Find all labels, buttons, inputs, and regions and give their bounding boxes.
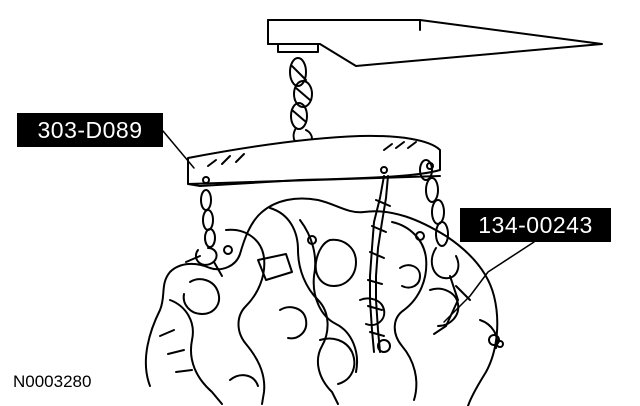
figure-number: N0003280 [13, 372, 92, 391]
callout-label-134-00243: 134-00243 [460, 208, 611, 242]
engine-block [144, 197, 504, 406]
callout-leaders [162, 130, 535, 323]
crane-chain [289, 57, 313, 148]
crane-arm [267, 19, 603, 67]
callout-label-303-d089: 303-D089 [17, 113, 163, 147]
left-chain [185, 189, 223, 277]
right-chain [419, 159, 471, 335]
lifting-bar [187, 134, 441, 187]
